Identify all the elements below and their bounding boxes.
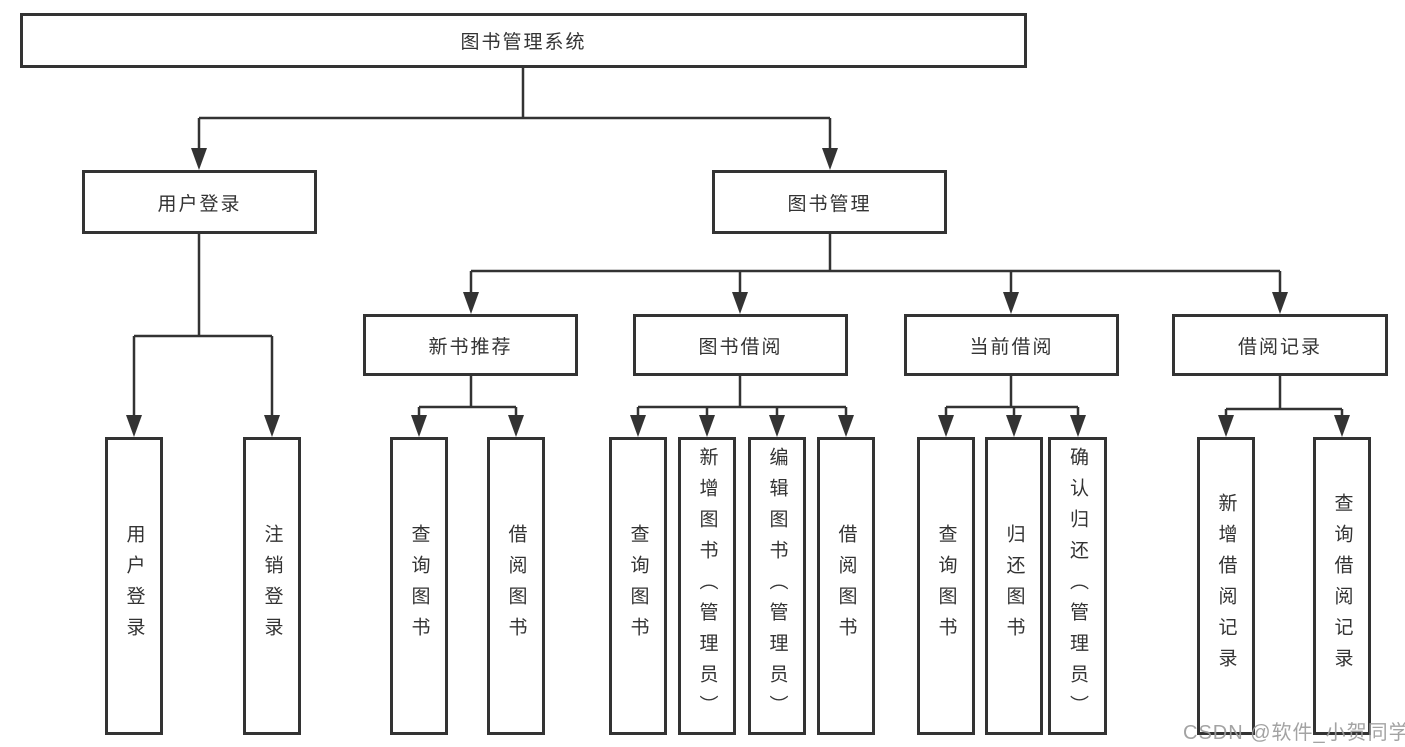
node-logout-leaf: 注销登录 — [243, 437, 301, 735]
node-query-borrow-record: 查询借阅记录 — [1313, 437, 1371, 735]
node-new-book-recommendation: 新书推荐 — [363, 314, 578, 376]
node-user-login: 用户登录 — [82, 170, 317, 234]
node-borrowing-records: 借阅记录 — [1172, 314, 1388, 376]
node-current-borrowing: 当前借阅 — [904, 314, 1119, 376]
node-confirm-return-admin: 确认归还（管理员） — [1048, 437, 1107, 735]
node-borrow-books-recommend: 借阅图书 — [487, 437, 545, 735]
node-query-books-borrowing: 查询图书 — [609, 437, 667, 735]
node-edit-books-admin: 编辑图书（管理员） — [748, 437, 806, 735]
node-query-books-recommend: 查询图书 — [390, 437, 448, 735]
node-library-management-system: 图书管理系统 — [20, 13, 1027, 68]
csdn-watermark: CSDN @软件_小贺同学 — [1183, 722, 1405, 744]
node-book-management: 图书管理 — [712, 170, 947, 234]
node-add-books-admin: 新增图书（管理员） — [678, 437, 736, 735]
node-borrow-books-borrowing: 借阅图书 — [817, 437, 875, 735]
node-add-borrow-record: 新增借阅记录 — [1197, 437, 1255, 735]
node-query-books-current: 查询图书 — [917, 437, 975, 735]
node-book-borrowing: 图书借阅 — [633, 314, 848, 376]
node-return-books: 归还图书 — [985, 437, 1043, 735]
node-user-login-leaf: 用户登录 — [105, 437, 163, 735]
